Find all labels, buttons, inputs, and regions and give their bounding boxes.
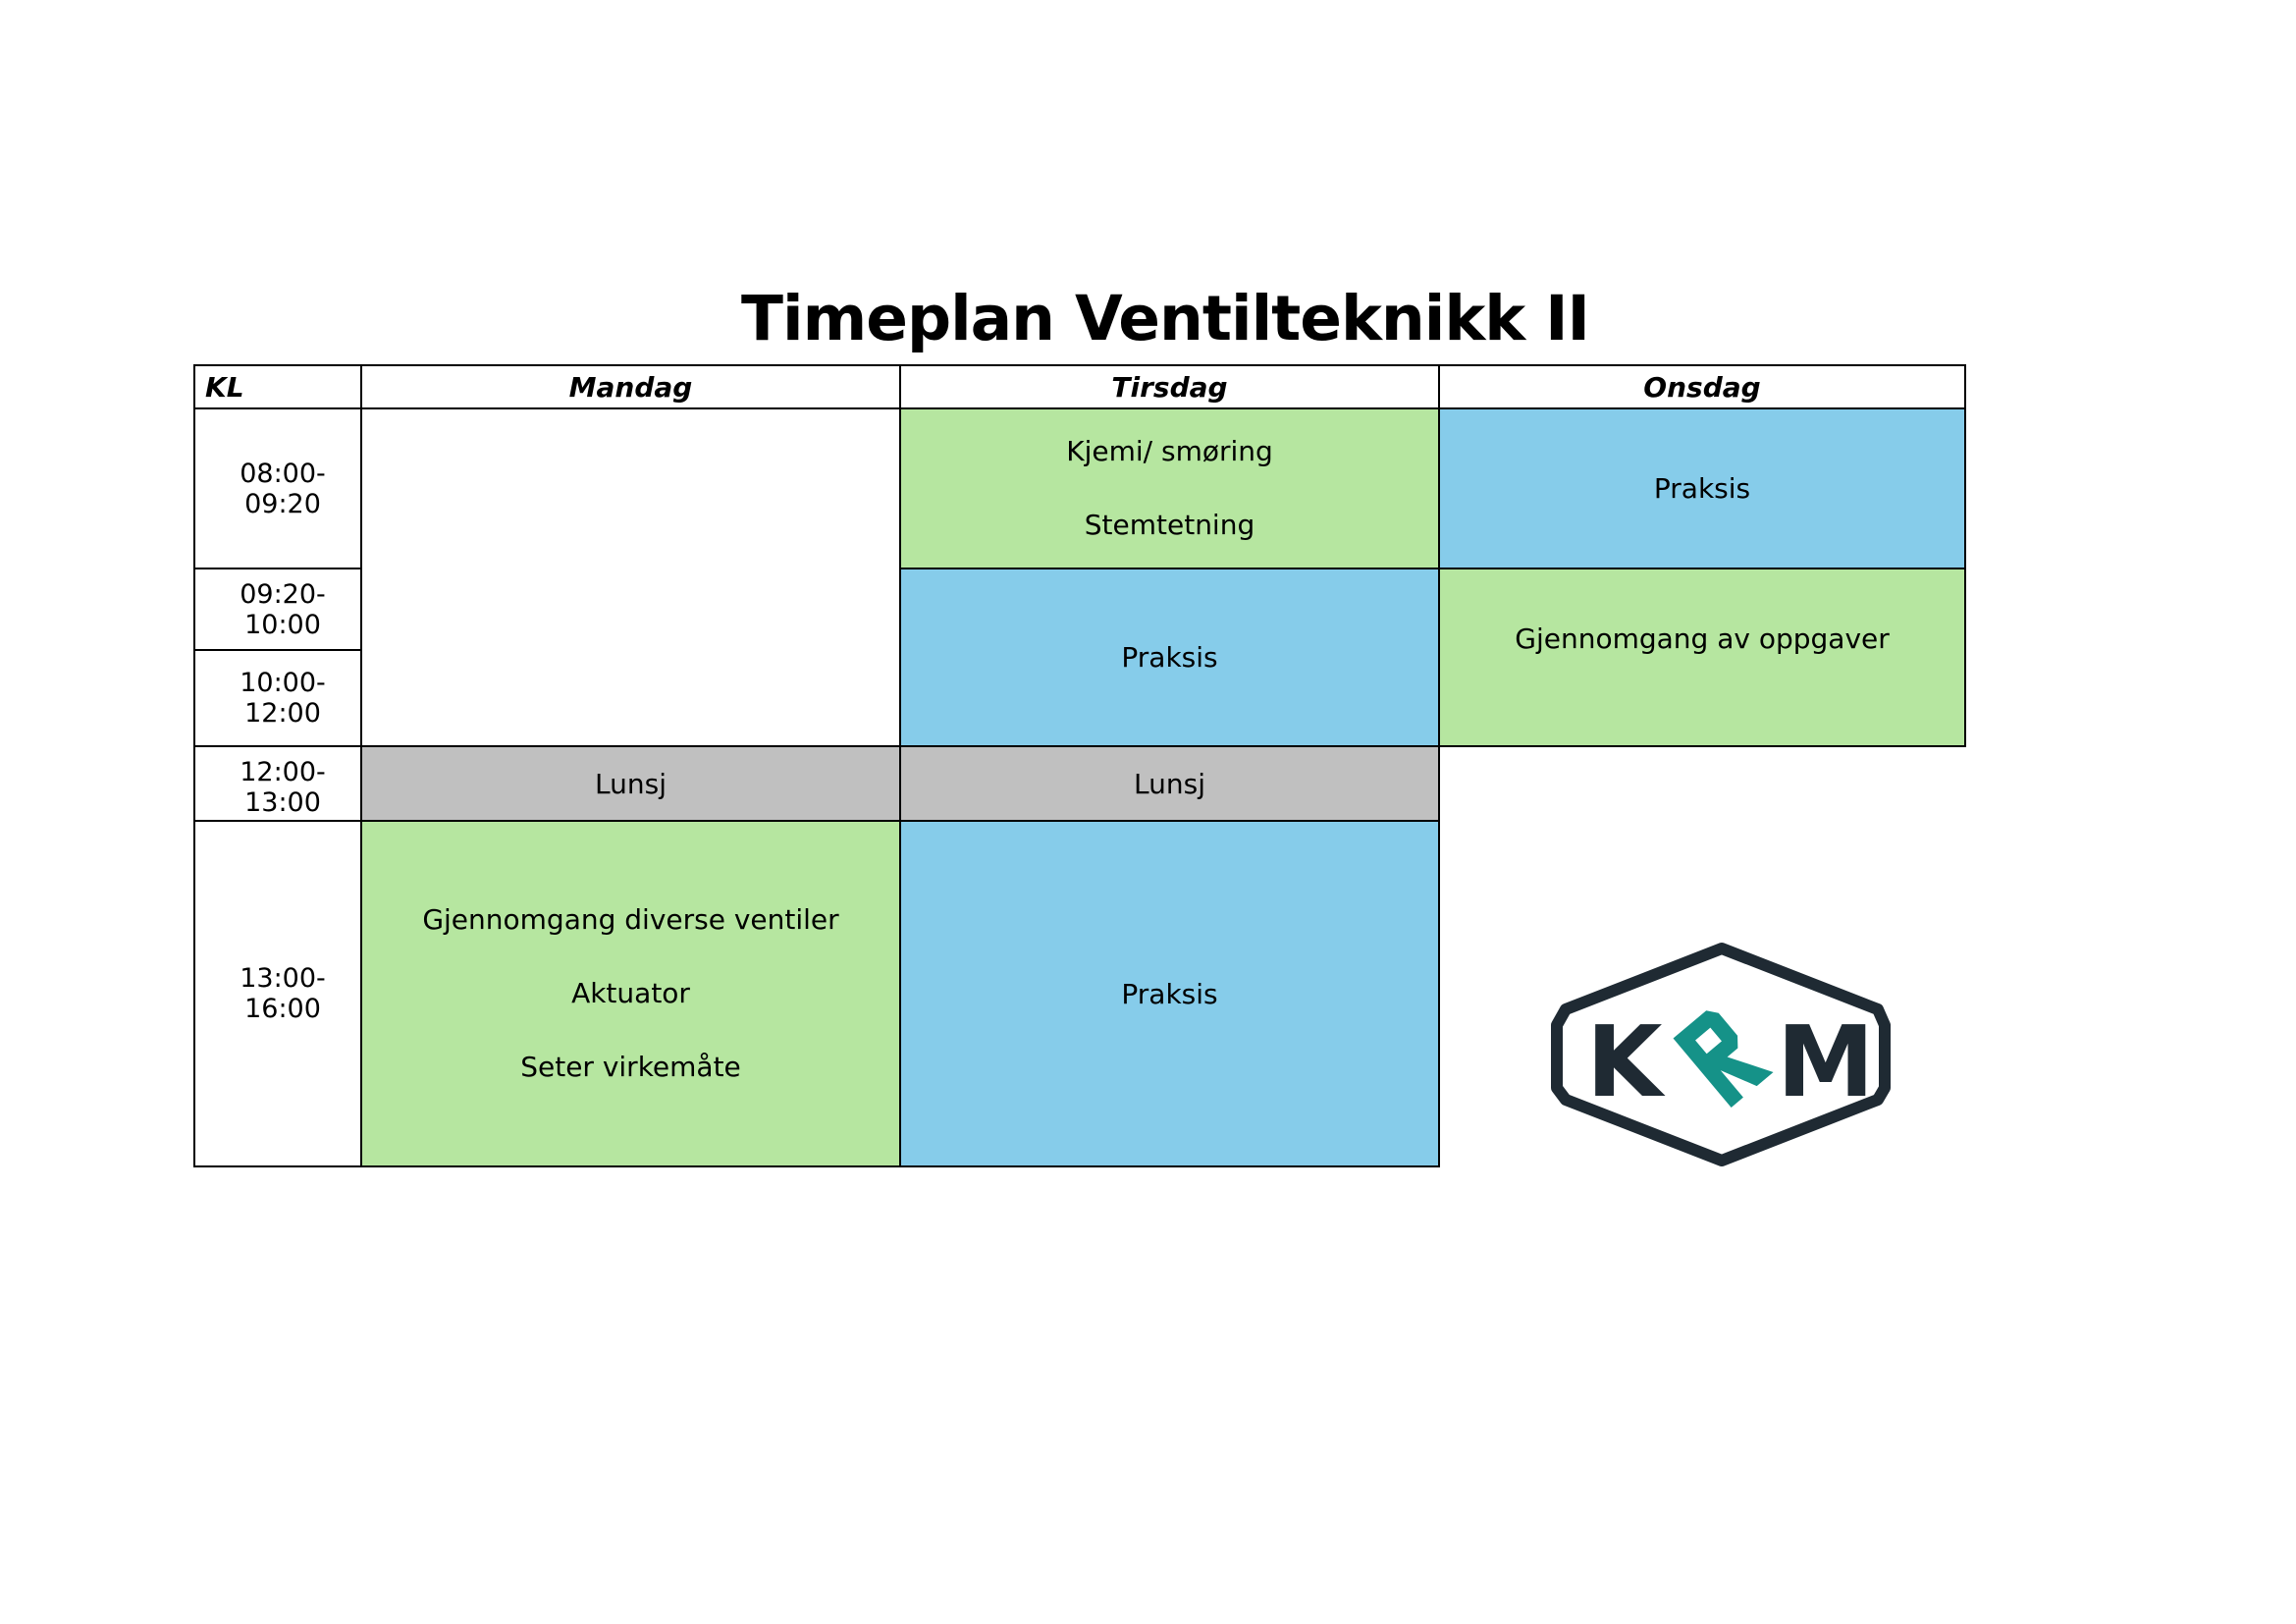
mandag-afternoon-line-2: Aktuator [571,977,690,1009]
tirsdag-afternoon: Praksis [899,820,1440,1167]
logo-hexagon-outline [1551,943,1891,1166]
time-slot-4: 12:00-13:00 [193,745,362,822]
tirsdag-mid: Praksis [899,568,1440,747]
tirsdag-lunch: Lunsj [899,745,1440,822]
header-mandag: Mandag [360,364,901,409]
onsdag-morning: Praksis [1438,407,1966,569]
onsdag-mid: Gjennomgang av oppgaver [1438,568,1966,747]
mandag-lunch: Lunsj [360,745,901,822]
time-slot-3: 10:00-12:00 [193,649,362,747]
logo-letter-m: M [1777,1004,1875,1119]
mandag-morning-empty [360,407,901,747]
time-slot-2: 09:20-10:00 [193,568,362,651]
header-onsdag: Onsdag [1438,364,1966,409]
km-logo: K M [1551,943,1891,1166]
header-kl: KL [193,364,362,409]
tirsdag-morning-line-2: Stemtetning [1084,509,1255,541]
time-slot-1: 08:00-09:20 [193,407,362,569]
header-tirsdag: Tirsdag [899,364,1440,409]
mandag-afternoon: Gjennomgang diverse ventiler Aktuator Se… [360,820,901,1167]
time-slot-5: 13:00-16:00 [193,820,362,1167]
mandag-afternoon-line-1: Gjennomgang diverse ventiler [422,903,839,936]
page-title: Timeplan Ventilteknikk II [741,283,1590,354]
logo-letter-k: K [1586,1004,1666,1119]
mandag-afternoon-line-3: Seter virkemåte [520,1051,741,1083]
tirsdag-morning: Kjemi/ smøring Stemtetning [899,407,1440,569]
tirsdag-morning-line-1: Kjemi/ smøring [1066,435,1273,467]
logo-r-mark-icon [1673,1010,1774,1108]
